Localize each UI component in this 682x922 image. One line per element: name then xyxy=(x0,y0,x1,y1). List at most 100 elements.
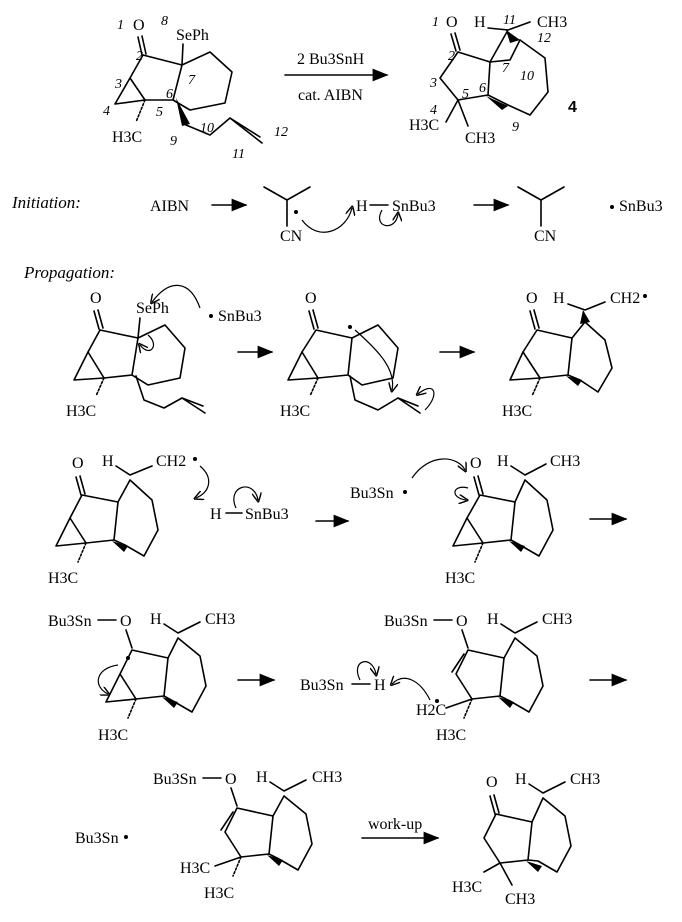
svg-text:3: 3 xyxy=(429,76,437,91)
svg-text:SnBu3: SnBu3 xyxy=(245,506,289,523)
svg-text:7: 7 xyxy=(188,73,196,88)
svg-text:1: 1 xyxy=(117,18,124,33)
svg-text:CH3: CH3 xyxy=(205,611,235,628)
svg-text:CH3: CH3 xyxy=(550,453,580,470)
svg-text:Bu3Sn: Bu3Sn xyxy=(350,485,394,502)
svg-text:10: 10 xyxy=(520,69,534,84)
svg-text:H3C: H3C xyxy=(452,879,482,896)
svg-text:O: O xyxy=(90,290,102,307)
svg-text:H3C: H3C xyxy=(112,129,142,146)
svg-text:CH2: CH2 xyxy=(610,290,640,307)
ketone-product-radical: Bu3Sn O H CH3 H3C xyxy=(350,453,580,587)
propagation-radical-3: O H CH2 H3C H SnBu3 xyxy=(48,453,289,587)
svg-text:CH3: CH3 xyxy=(312,769,342,786)
svg-text:O: O xyxy=(486,774,498,791)
svg-text:CN: CN xyxy=(534,228,557,245)
svg-text:CH3: CH3 xyxy=(465,130,495,147)
radical-dot-2 xyxy=(124,835,128,839)
svg-text:4: 4 xyxy=(103,104,110,119)
svg-text:9: 9 xyxy=(170,134,177,149)
svg-text:10: 10 xyxy=(200,121,214,136)
svg-text:1: 1 xyxy=(432,15,439,30)
radical-dot xyxy=(610,205,614,209)
cyanoisopropyl-radical: CN xyxy=(263,186,311,245)
curved-arrow-initiation-2 xyxy=(379,209,398,227)
tin-enolate-radical: Bu3Sn O H CH3 H3C xyxy=(48,611,235,744)
svg-text:5: 5 xyxy=(156,105,163,120)
svg-text:2: 2 xyxy=(136,49,143,64)
svg-text:H3C: H3C xyxy=(409,117,439,134)
svg-text:O: O xyxy=(120,613,132,630)
svg-text:O: O xyxy=(470,455,482,472)
svg-text:H3C: H3C xyxy=(48,570,78,587)
svg-text:H3C: H3C xyxy=(180,860,210,877)
svg-text:H: H xyxy=(497,453,509,470)
svg-text:6: 6 xyxy=(166,87,173,102)
svg-text:CH3: CH3 xyxy=(570,771,600,788)
svg-text:11: 11 xyxy=(232,147,245,162)
svg-text:H3C: H3C xyxy=(502,403,532,420)
svg-text:SePh: SePh xyxy=(176,27,209,44)
snbu3-label: SnBu3 xyxy=(392,198,436,215)
svg-text:12: 12 xyxy=(274,125,288,140)
svg-text:H: H xyxy=(150,611,162,628)
isobutyronitrile: CN xyxy=(517,186,565,245)
final-product: O H CH3 H3C CH3 xyxy=(452,771,600,908)
bu3sn-radical-label: Bu3Sn xyxy=(75,830,119,847)
h-atom-label: H xyxy=(356,198,368,215)
svg-text:H: H xyxy=(256,769,268,786)
svg-text:O: O xyxy=(446,14,458,31)
svg-text:SnBu3: SnBu3 xyxy=(218,308,262,325)
svg-text:CH3: CH3 xyxy=(505,891,535,908)
svg-text:8: 8 xyxy=(161,14,168,29)
catalyst-label: cat. AIBN xyxy=(298,87,363,104)
tin-enol-ether: Bu3Sn O H CH3 H3C H3C xyxy=(153,769,342,902)
tin-enolate-ch2-radical: Bu3Sn O H CH3 H2C H3C xyxy=(384,611,572,744)
product-4: 1 O H 11 CH3 12 2 3 4 5 6 7 10 9 H3C CH3… xyxy=(409,13,577,147)
reagent-label: 2 Bu3SnH xyxy=(297,51,365,68)
svg-text:5: 5 xyxy=(462,87,469,102)
propagation-radical-1: O H3C xyxy=(280,290,435,420)
curved-arrow-ch2 xyxy=(392,678,431,701)
curved-arrow-initiation-1 xyxy=(301,208,352,233)
svg-text:Bu3Sn: Bu3Sn xyxy=(384,613,428,630)
svg-text:Bu3Sn: Bu3Sn xyxy=(48,613,92,630)
svg-text:H3C: H3C xyxy=(280,403,310,420)
svg-text:O: O xyxy=(72,455,84,472)
svg-text:Bu3Sn: Bu3Sn xyxy=(153,771,197,788)
svg-text:SePh: SePh xyxy=(136,300,169,317)
svg-text:11: 11 xyxy=(503,13,516,28)
svg-text:H3C: H3C xyxy=(98,727,128,744)
bu3sn-label: Bu3Sn xyxy=(300,677,344,694)
svg-text:H3C: H3C xyxy=(436,727,466,744)
svg-text:H: H xyxy=(210,506,222,523)
svg-text:H: H xyxy=(553,290,565,307)
svg-text:O: O xyxy=(133,17,145,34)
curved-arrow-sn-h xyxy=(356,661,376,681)
svg-text:2: 2 xyxy=(448,49,455,64)
svg-text:H: H xyxy=(515,771,527,788)
svg-text:O: O xyxy=(526,290,538,307)
svg-text:H3C: H3C xyxy=(204,885,234,902)
propagation-radical-2: O H CH2 H3C xyxy=(502,290,647,420)
svg-text:H3C: H3C xyxy=(66,403,96,420)
svg-text:6: 6 xyxy=(479,81,486,96)
svg-text:CN: CN xyxy=(280,228,303,245)
initiation-heading: Initiation: xyxy=(11,193,81,212)
aibn-label: AIBN xyxy=(150,198,190,215)
svg-text:H: H xyxy=(102,453,114,470)
svg-text:O: O xyxy=(305,290,317,307)
svg-text:CH2: CH2 xyxy=(156,453,186,470)
svg-text:CH3: CH3 xyxy=(537,14,567,31)
svg-text:CH3: CH3 xyxy=(542,611,572,628)
h-atom-label-2: H xyxy=(374,677,386,694)
svg-text:O: O xyxy=(225,771,237,788)
svg-text:H3C: H3C xyxy=(445,570,475,587)
svg-text:O: O xyxy=(456,613,468,630)
svg-text:9: 9 xyxy=(512,120,519,135)
workup-label: work-up xyxy=(368,816,422,833)
propagation-heading: Propagation: xyxy=(23,263,115,282)
svg-text:7: 7 xyxy=(502,61,510,76)
starting-material: 1 O 8 SePh 2 3 4 5 6 7 9 10 11 12 H3C xyxy=(103,14,288,162)
